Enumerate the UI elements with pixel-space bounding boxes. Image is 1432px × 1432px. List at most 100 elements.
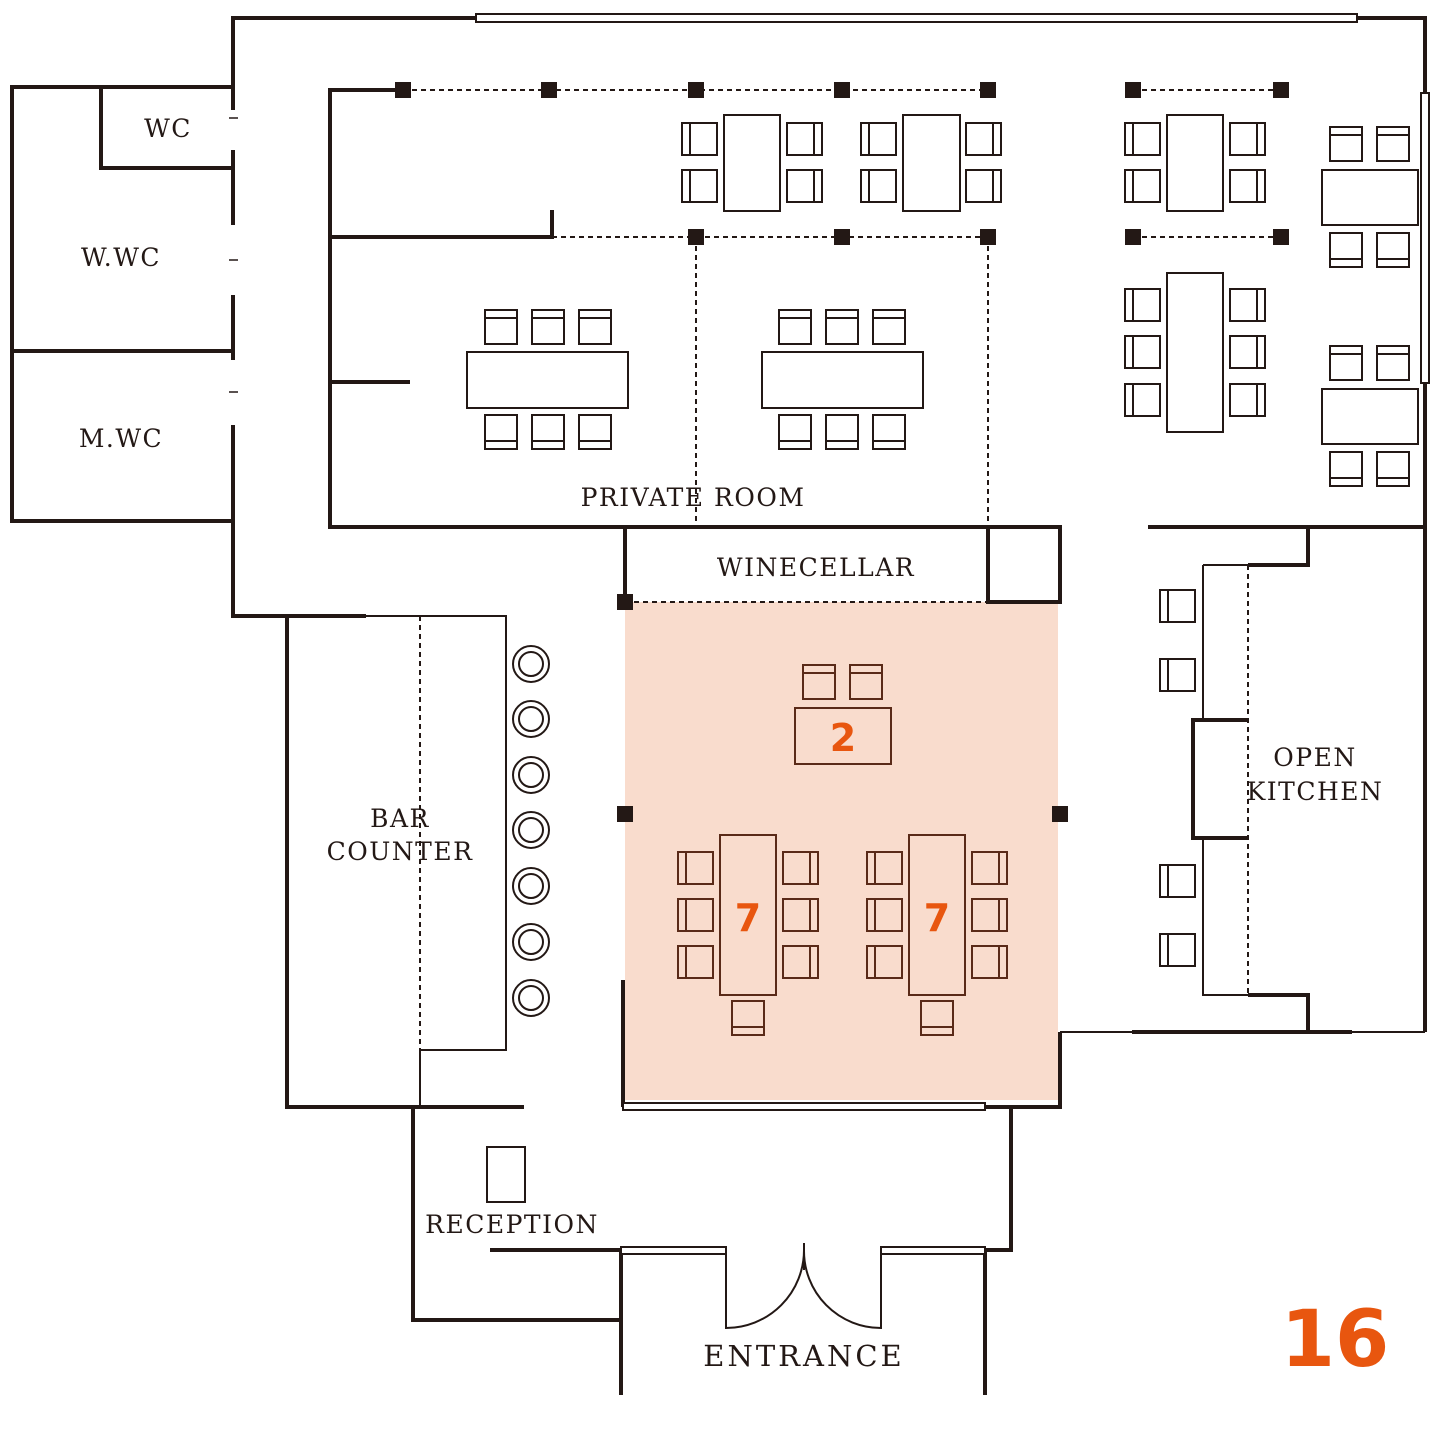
table-seat-count: 7 xyxy=(735,896,761,940)
room-label-reception: RECEPTION xyxy=(425,1210,599,1239)
room-label-winecellar: WINECELLAR xyxy=(717,553,915,582)
chair xyxy=(1329,451,1363,487)
room-label-kitchen: KITCHEN xyxy=(1247,777,1384,806)
chair xyxy=(1329,345,1363,381)
bar-stool xyxy=(518,651,544,677)
chair xyxy=(1229,335,1266,369)
chair xyxy=(786,169,823,203)
wall xyxy=(231,425,366,618)
table xyxy=(902,114,961,212)
table xyxy=(794,707,892,765)
chair xyxy=(802,664,836,700)
chair xyxy=(1329,232,1363,268)
column xyxy=(617,806,633,822)
walls xyxy=(10,13,1430,1395)
column xyxy=(395,82,411,98)
chair xyxy=(778,309,812,345)
column xyxy=(688,229,704,245)
chair xyxy=(1329,126,1363,162)
wall xyxy=(1191,718,1248,840)
column xyxy=(1052,806,1068,822)
room-label-wc: WC xyxy=(144,114,192,143)
room-label-private-room: PRIVATE ROOM xyxy=(581,483,806,512)
wall xyxy=(99,87,233,170)
chair xyxy=(782,898,819,932)
bar-stool xyxy=(518,873,544,899)
chair xyxy=(484,414,518,450)
bar-stool xyxy=(512,867,550,905)
table-seat-count: 7 xyxy=(924,896,950,940)
wall xyxy=(411,1107,621,1322)
room-label-open: OPEN xyxy=(1273,743,1356,772)
entrance-door-left xyxy=(725,1249,805,1330)
bar-stool xyxy=(512,645,550,683)
table xyxy=(1321,169,1419,226)
chair xyxy=(1124,122,1161,156)
chair xyxy=(825,414,859,450)
chair xyxy=(531,309,565,345)
chair xyxy=(578,309,612,345)
room-label-counter: COUNTER xyxy=(327,837,474,866)
column xyxy=(834,82,850,98)
chair xyxy=(849,664,883,700)
table xyxy=(1166,114,1224,212)
window xyxy=(1420,92,1430,384)
bar-stool xyxy=(512,756,550,794)
wall xyxy=(1248,993,1310,1032)
column xyxy=(834,229,850,245)
chair xyxy=(872,414,906,450)
wall xyxy=(231,16,476,87)
chair xyxy=(965,169,1002,203)
chair xyxy=(1159,933,1196,967)
partition xyxy=(287,615,507,1107)
chair xyxy=(866,851,903,885)
chair xyxy=(681,169,718,203)
column xyxy=(1125,229,1141,245)
table xyxy=(723,114,781,212)
chair xyxy=(860,169,897,203)
column xyxy=(1273,82,1289,98)
wall xyxy=(330,210,554,239)
chair xyxy=(578,414,612,450)
room-label-entrance: ENTRANCE xyxy=(703,1339,904,1373)
chair xyxy=(1229,383,1266,417)
chair xyxy=(1376,345,1410,381)
bar-stool xyxy=(512,811,550,849)
chair xyxy=(971,945,1008,979)
chair xyxy=(1229,169,1266,203)
chair xyxy=(1376,126,1410,162)
room-label-mens-wc: M.WC xyxy=(79,424,163,453)
bar-stool xyxy=(518,929,544,955)
table xyxy=(761,351,924,409)
bar-stool xyxy=(518,706,544,732)
highlighted-furniture xyxy=(677,664,1008,1036)
chair xyxy=(1376,232,1410,268)
chair xyxy=(786,122,823,156)
wall xyxy=(285,616,524,1109)
chair xyxy=(1124,383,1161,417)
column xyxy=(541,82,557,98)
window xyxy=(475,13,1358,23)
column xyxy=(688,82,704,98)
partition xyxy=(1202,838,1248,996)
chair xyxy=(1159,589,1196,623)
column xyxy=(617,594,633,610)
chair xyxy=(484,309,518,345)
chair xyxy=(920,1000,954,1036)
bar-stool xyxy=(518,985,544,1011)
chair xyxy=(677,945,714,979)
wall xyxy=(1357,16,1427,93)
chair xyxy=(778,414,812,450)
column xyxy=(980,82,996,98)
chair xyxy=(1124,335,1161,369)
table xyxy=(1321,388,1419,445)
wall xyxy=(1248,527,1310,567)
column xyxy=(1273,229,1289,245)
chair xyxy=(1159,658,1196,692)
room-label-womens-wc: W.WC xyxy=(81,243,161,272)
chair xyxy=(1229,288,1266,322)
chair xyxy=(860,122,897,156)
chair xyxy=(1376,451,1410,487)
chair xyxy=(965,122,1002,156)
